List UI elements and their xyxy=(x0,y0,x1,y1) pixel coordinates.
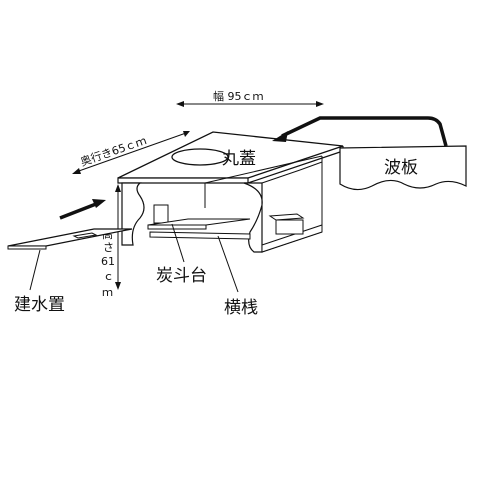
back-post xyxy=(153,204,169,224)
width-arrow-left xyxy=(176,101,184,107)
tansudai-label: 炭斗台 xyxy=(156,266,207,286)
left-front-leg xyxy=(121,182,145,246)
charcoal-shelf-edge xyxy=(147,224,207,230)
kensui-board-slot xyxy=(72,232,98,239)
kensui-arrow xyxy=(59,202,97,220)
wave-board xyxy=(339,145,467,191)
yokosan-label: 横桟 xyxy=(224,298,258,318)
height-label-2: さ xyxy=(103,241,114,254)
wave-board-arrowhead xyxy=(272,131,288,142)
rear-frame-top xyxy=(204,155,323,184)
depth-arrow-right xyxy=(183,131,190,137)
right-front-leg xyxy=(243,182,263,253)
cross-rail xyxy=(149,231,251,240)
height-label-4: ｃ xyxy=(103,270,114,283)
wave-board-arrow xyxy=(281,116,448,147)
table-top-edge xyxy=(117,177,249,184)
namiita-label: 波板 xyxy=(384,158,418,178)
kensui-leader xyxy=(29,249,41,291)
right-leg-top xyxy=(261,169,301,184)
kensuioki-label: 建水置 xyxy=(14,295,65,315)
round-lid xyxy=(171,148,229,166)
yokosan-leader xyxy=(217,235,239,293)
depth-label: 奥行き65ｃｍ xyxy=(78,133,148,169)
kensui-board-edge xyxy=(7,245,47,250)
height-label-3: 61 xyxy=(101,255,115,268)
kensui-arrowhead xyxy=(92,199,106,208)
height-label-5: ｍ xyxy=(102,286,113,299)
width-arrow-right xyxy=(316,101,324,107)
right-box-front xyxy=(275,219,304,235)
table-top-side-edge xyxy=(247,150,344,184)
right-side-frame xyxy=(299,161,323,171)
height-arrow-top xyxy=(115,184,121,192)
tansudai-leader xyxy=(171,223,185,263)
height-arrow-bottom xyxy=(115,282,121,290)
right-box-top xyxy=(268,213,305,221)
width-label: 幅 95ｃｍ xyxy=(213,90,264,103)
depth-arrow-left xyxy=(72,168,81,174)
depth-dimension-line xyxy=(75,132,187,173)
marubuta-label: 丸蓋 xyxy=(222,149,256,169)
